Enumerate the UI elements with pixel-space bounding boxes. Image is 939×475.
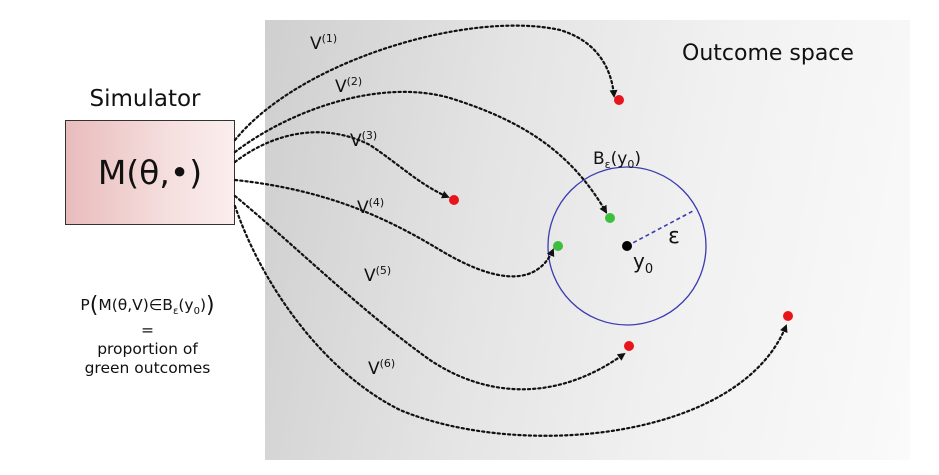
path-label-v2: V(2) bbox=[335, 75, 362, 97]
formula-line-1: proportion of bbox=[97, 340, 198, 359]
outcome-point-v4 bbox=[553, 241, 563, 251]
path-label-v1: V(1) bbox=[310, 32, 337, 54]
path-label-v5: V(5) bbox=[364, 264, 391, 286]
simulator-title: Simulator bbox=[89, 86, 201, 112]
center-label: y0 bbox=[633, 249, 653, 277]
outcome-point-v2 bbox=[605, 213, 615, 223]
outcome-point-v1 bbox=[614, 95, 624, 105]
observed-outcome-point bbox=[622, 241, 632, 251]
path-v1 bbox=[233, 24, 618, 142]
outcome-point-v6 bbox=[783, 311, 793, 321]
outcome-point-v3 bbox=[449, 195, 459, 205]
radius-line bbox=[626, 210, 694, 247]
epsilon-ball bbox=[547, 166, 707, 326]
outcome-point-v5 bbox=[624, 341, 634, 351]
path-v5 bbox=[233, 194, 626, 391]
path-v3 bbox=[233, 131, 450, 199]
simulator-function-label: M(θ,•) bbox=[97, 153, 203, 192]
path-v4 bbox=[233, 178, 555, 278]
formula-equals: = bbox=[141, 321, 154, 340]
simulator-box: M(θ,•) bbox=[65, 120, 235, 225]
path-label-v6: V(6) bbox=[368, 357, 395, 379]
outcome-space-label: Outcome space bbox=[682, 41, 854, 66]
ball-label: Bε(y0) bbox=[593, 149, 641, 171]
probability-formula: P(M(θ,V)∈Bε(y0)) = proportion of green o… bbox=[40, 293, 255, 378]
formula-line-2: green outcomes bbox=[84, 359, 211, 378]
path-label-v3: V(3) bbox=[350, 129, 377, 151]
formula-probability: P(M(θ,V)∈Bε(y0)) bbox=[80, 293, 215, 318]
radius-label: ε bbox=[668, 224, 680, 249]
path-v2 bbox=[233, 90, 608, 214]
path-v6 bbox=[233, 204, 788, 437]
path-label-v4: V(4) bbox=[357, 196, 384, 218]
